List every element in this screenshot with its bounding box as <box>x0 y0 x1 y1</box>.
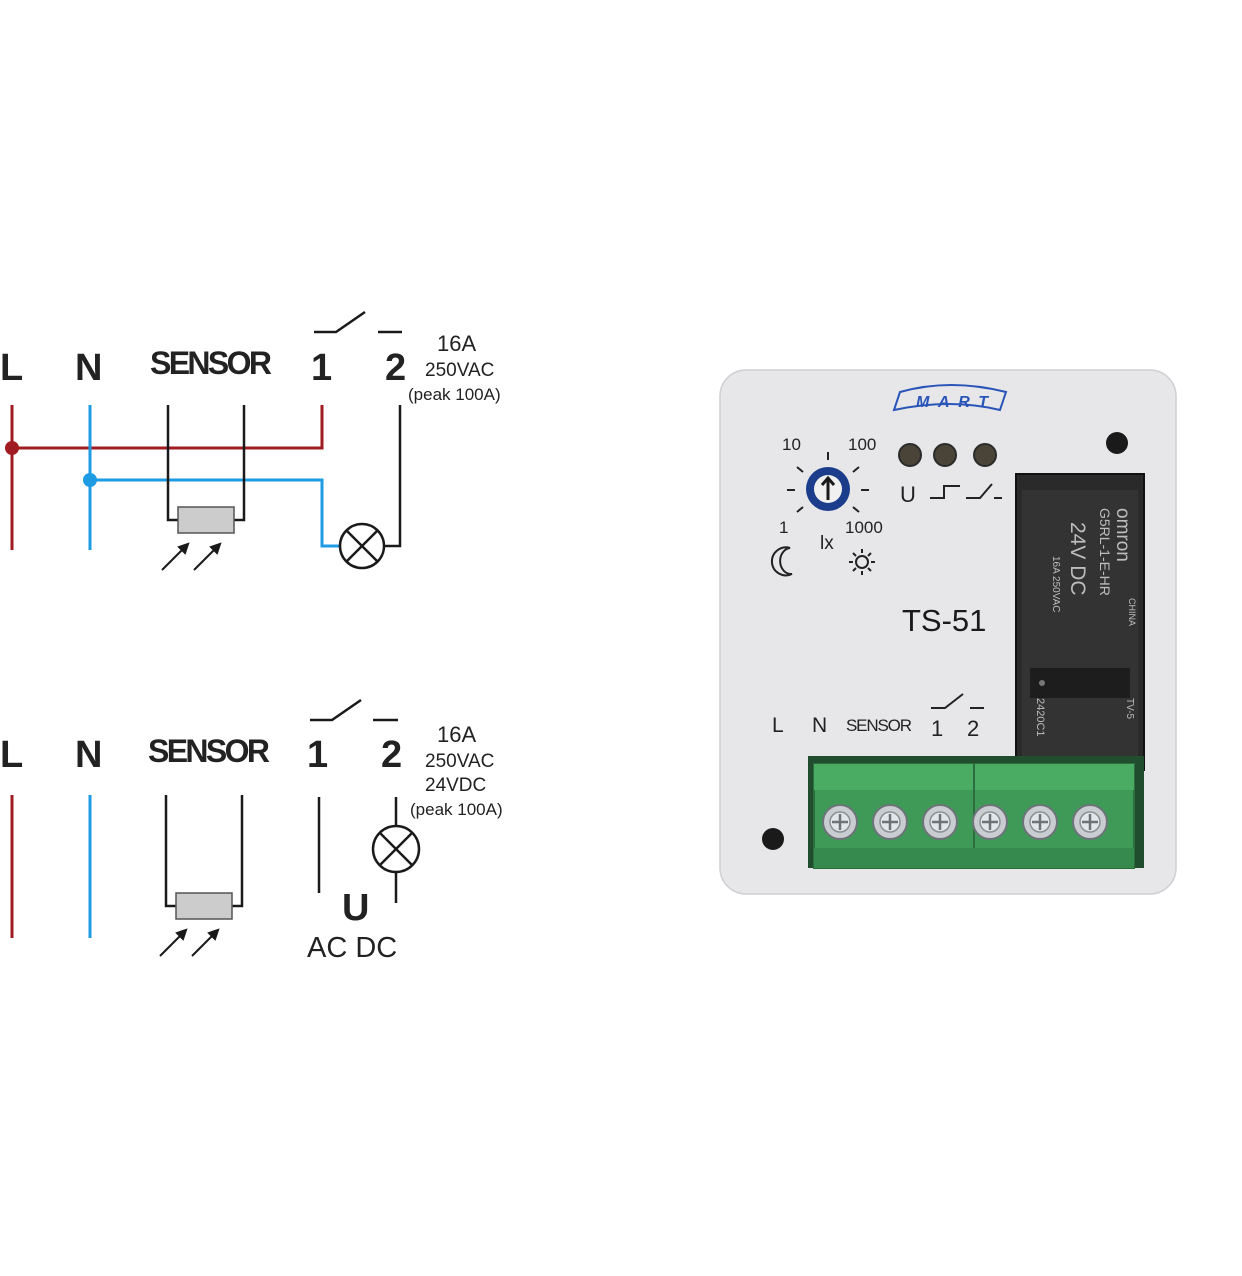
mounting-hole <box>762 828 784 850</box>
lamp-icon <box>338 522 386 570</box>
wiring-diagram-1: L N SENSOR 1 2 16A 250VAC (peak 100A) <box>0 310 501 571</box>
terminal-label-n: N <box>75 347 102 389</box>
terminal-label-n: N <box>75 734 102 776</box>
sun-icon <box>849 549 875 575</box>
relay-coil: 24V DC <box>1066 522 1089 596</box>
terminal-label-l: L <box>0 347 23 389</box>
moon-icon <box>770 546 793 577</box>
terminal-screw[interactable] <box>922 804 958 840</box>
model-name: TS-51 <box>902 603 986 638</box>
ts51-device: MART 10 100 1 1000 lx <box>719 369 1177 895</box>
light-arrows-icon <box>159 928 220 957</box>
rating-voltage-ac: 250VAC <box>425 751 494 772</box>
mounting-hole <box>1106 432 1128 454</box>
terminal-label-2: 2 <box>381 734 402 776</box>
led-relay <box>973 443 997 467</box>
lamp-wire <box>384 405 402 548</box>
rating-current: 16A <box>437 722 476 747</box>
light-sensor <box>177 506 235 534</box>
dial-label-10: 10 <box>782 435 801 454</box>
light-sensor <box>175 892 233 920</box>
status-leds <box>898 443 997 467</box>
live-wire <box>10 405 324 550</box>
terminal-screw[interactable] <box>1072 804 1108 840</box>
light-arrows-icon <box>161 542 222 571</box>
terminal-label-sensor: SENSOR <box>148 733 270 769</box>
rating-voltage: 250VAC <box>425 360 494 381</box>
neutral-junction <box>83 473 97 487</box>
terminal-label-sensor: SENSOR <box>150 345 272 381</box>
lamp-icon <box>371 824 421 874</box>
dial-unit: lx <box>820 533 834 554</box>
terminal-screws <box>822 804 1108 840</box>
relay-switch-symbol <box>310 698 398 722</box>
signal-symbol-icon <box>930 485 960 499</box>
live-junction <box>5 441 19 455</box>
relay-contact-rating: 16A 250VAC <box>1050 556 1061 613</box>
sensor-wires <box>164 795 244 908</box>
indicator-label-u: U <box>900 482 916 507</box>
relay-code: 2420C1 <box>1034 698 1046 737</box>
relay-switch-symbol <box>314 310 402 334</box>
rating-peak: (peak 100A) <box>410 800 503 819</box>
relay-origin: CHINA <box>1127 598 1137 626</box>
led-power <box>898 443 922 467</box>
switch-symbol-icon <box>966 483 1002 499</box>
dial-label-1000: 1000 <box>845 518 883 537</box>
omron-relay: omron G5RL-1-E-HR 24V DC 16A 250VAC CHIN… <box>1015 473 1145 771</box>
wiring-diagram-2: L N SENSOR 1 2 16A 250VAC 24VDC (peak 10… <box>0 698 503 964</box>
terminal-screw[interactable] <box>1022 804 1058 840</box>
device-terminal-1: 1 <box>931 716 943 741</box>
relay-model: G5RL-1-E-HR <box>1097 508 1113 596</box>
terminal-label-2: 2 <box>385 347 406 389</box>
device-switch-symbol <box>931 693 984 709</box>
rating-voltage-dc: 24VDC <box>425 775 486 796</box>
terminal-label-1: 1 <box>307 734 328 776</box>
terminal-screw[interactable] <box>872 804 908 840</box>
lux-adjust-knob[interactable] <box>806 467 850 511</box>
terminal-label-1: 1 <box>311 347 332 389</box>
device-terminal-l: L <box>772 714 784 737</box>
relay-brand: omron <box>1112 508 1133 562</box>
terminal-screw[interactable] <box>822 804 858 840</box>
supply-label: U <box>342 887 369 929</box>
dial-ticks <box>787 452 869 513</box>
supply-type: AC DC <box>307 932 397 964</box>
dial-label-1: 1 <box>779 518 788 537</box>
dial-label-100: 100 <box>848 435 876 454</box>
led-sensor <box>933 443 957 467</box>
device-terminal-n: N <box>812 714 827 737</box>
relay-cert-mark: TV-5 <box>1124 698 1135 720</box>
device-terminal-sensor: SENSOR <box>846 716 912 735</box>
rating-current: 16A <box>437 331 476 356</box>
terminal-screw[interactable] <box>972 804 1008 840</box>
device-terminal-2: 2 <box>967 716 979 741</box>
terminal-label-l: L <box>0 734 23 776</box>
sensor-wires <box>166 405 246 522</box>
rating-peak: (peak 100A) <box>408 385 501 404</box>
